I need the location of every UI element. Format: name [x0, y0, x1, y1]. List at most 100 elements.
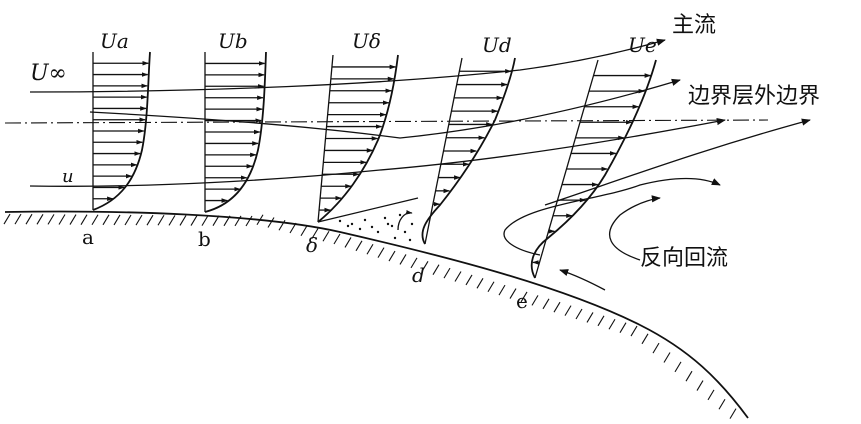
wall-hatch-tick: [663, 352, 671, 363]
wall-hatch-tick: [157, 214, 165, 226]
wall-hatch-tick: [707, 389, 715, 401]
wall-hatch-tick: [146, 214, 154, 226]
wall-hatch-tick: [14, 213, 22, 225]
wall-hatch-tick: [113, 214, 121, 226]
profile-delta: [317, 54, 399, 223]
label-point-b: b: [198, 227, 211, 251]
wall-hatch-tick: [487, 281, 495, 293]
wall-hatch-tick: [729, 408, 737, 419]
wall-hatch-tick: [586, 312, 594, 323]
wall-surface: [4, 210, 749, 419]
label-boundary-layer-outer-edge: 边界层外边界: [688, 84, 820, 109]
separation-dot: [363, 218, 367, 222]
label-Ub: Ub: [218, 29, 248, 53]
wall-hatching: [3, 213, 737, 419]
wall-hatch-tick: [58, 214, 66, 225]
separation-dot: [370, 225, 374, 229]
wall-hatch-tick: [520, 291, 528, 303]
wall-hatch-tick: [168, 215, 176, 226]
streamline-outer: [544, 118, 811, 206]
wall-hatch-tick: [685, 370, 693, 382]
separation-region-dots: [338, 213, 414, 242]
separation-region: [318, 196, 425, 246]
wall-hatch-tick: [476, 278, 484, 289]
profile-d: [421, 57, 516, 245]
label-u-infinity: U∞: [30, 61, 67, 86]
wall-hatch-tick: [190, 215, 198, 226]
separation-dot: [383, 216, 387, 220]
label-point-e: e: [516, 289, 528, 313]
label-point-d: d: [412, 263, 425, 287]
wall-hatch-tick: [608, 318, 616, 330]
separation-dot: [338, 219, 342, 223]
wall-hatch-tick: [91, 214, 99, 226]
wall-hatch-tick: [443, 267, 451, 279]
separation-dot: [346, 224, 350, 228]
wall-hatch-tick: [454, 271, 462, 282]
wall-hatch-tick: [311, 228, 319, 239]
profile-e: [530, 59, 657, 279]
wall-hatch-tick: [421, 260, 429, 272]
wall-hatch-tick: [641, 333, 649, 345]
label-main-flow: 主流: [672, 13, 716, 38]
wall-hatch-tick: [630, 325, 638, 337]
streamline-boundary-layer-edge: [89, 78, 681, 139]
wall-hatch-tick: [278, 219, 286, 231]
profile-e-curve: [530, 59, 657, 279]
wall-hatch-tick: [223, 215, 231, 227]
label-Udelta: Uδ: [352, 29, 381, 53]
wall-hatch-tick: [696, 380, 704, 391]
wall-hatch-tick: [553, 301, 561, 313]
wall-hatch-tick: [80, 214, 88, 225]
separation-dot: [410, 222, 414, 226]
streamline-recirculation: [503, 177, 721, 256]
wall-hatch-tick: [47, 214, 55, 225]
wall-hatch-tick: [531, 295, 539, 306]
separation-line: [317, 197, 419, 223]
label-Ud: Ud: [482, 33, 512, 57]
label-point-delta: δ: [306, 233, 318, 257]
wall-hatch-tick: [300, 225, 308, 237]
wall-hatch-tick: [25, 213, 33, 225]
wall-hatch-tick: [3, 213, 11, 225]
separation-dot: [393, 236, 397, 240]
wall-hatch-tick: [179, 215, 187, 226]
wall-hatch-tick: [322, 230, 330, 242]
velocity-profiles: [92, 51, 657, 279]
wall-hatch-tick: [652, 342, 660, 354]
wall-hatch-tick: [410, 257, 418, 269]
wall-hatch-tick: [212, 215, 220, 226]
wall-hatch-tick: [267, 217, 275, 228]
wall-hatch-tick: [124, 214, 132, 226]
reverse-flow-arrow-lower: [559, 269, 606, 291]
wall-hatch-tick: [597, 315, 605, 327]
profile-b: [204, 51, 267, 213]
wall-hatch-tick: [344, 237, 352, 248]
wall-hatch-tick: [542, 298, 550, 310]
wall-hatch-tick: [234, 215, 242, 227]
wall-hatch-tick: [245, 215, 253, 227]
separation-dot: [408, 238, 412, 242]
wall-hatch-tick: [619, 322, 627, 333]
streamline-u: [29, 117, 726, 187]
wall-hatch-tick: [432, 264, 440, 275]
wall-hatch-tick: [674, 361, 682, 373]
wall-hatch-tick: [355, 240, 363, 252]
reverse-flow-arrow: [608, 195, 661, 261]
wall-hatch-tick: [366, 243, 374, 255]
separation-dot: [386, 222, 390, 226]
wall-hatch-tick: [289, 222, 297, 234]
separation-vortex-arrow: [397, 210, 413, 231]
wall-hatch-tick: [135, 214, 143, 226]
separation-dot: [398, 213, 402, 217]
separation-dot: [350, 222, 354, 226]
label-point-a: a: [82, 225, 94, 249]
streamline-main-flow: [29, 38, 666, 93]
separation-dot: [358, 227, 362, 231]
separation-dot: [376, 230, 380, 234]
wall-hatch-tick: [102, 214, 110, 226]
separation-dot: [403, 230, 407, 234]
wall-hatch-tick: [399, 254, 407, 265]
